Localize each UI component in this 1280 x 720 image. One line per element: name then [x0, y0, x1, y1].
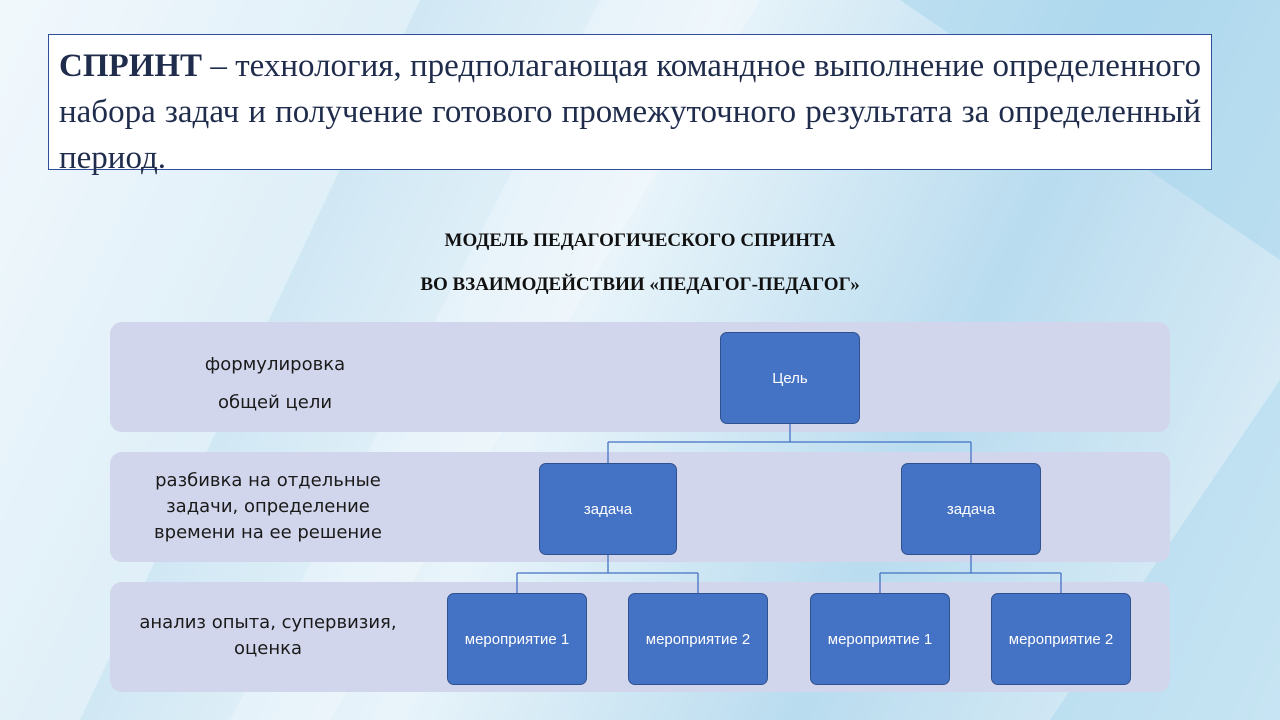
diagram-title-line2: ВО ВЗАИМОДЕЙСТВИИ «ПЕДАГОГ-ПЕДАГОГ»: [420, 274, 860, 295]
node-event-2a: мероприятие 1: [810, 593, 950, 685]
definition-term: СПРИНТ: [59, 48, 203, 84]
node-event-1b: мероприятие 2: [628, 593, 768, 685]
node-event-2b: мероприятие 2: [991, 593, 1131, 685]
level-label-tasks: разбивка на отдельные задачи, определени…: [154, 470, 382, 543]
node-task-left: задача: [539, 463, 677, 555]
node-task-right: задача: [901, 463, 1041, 555]
level-label-events: анализ опыта, супервизия, оценка: [139, 612, 397, 659]
node-event-1a: мероприятие 1: [447, 593, 587, 685]
sprint-definition: СПРИНТ – технология, предполагающая кома…: [48, 34, 1212, 176]
definition-text: – технология, предполагающая командное в…: [59, 48, 1201, 176]
diagram-title-line1: МОДЕЛЬ ПЕДАГОГИЧЕСКОГО СПРИНТА: [444, 230, 836, 251]
level-label-goal: формулировка общей цели: [204, 354, 346, 413]
level-band-goal: [110, 322, 1170, 432]
node-goal: Цель: [720, 332, 860, 424]
